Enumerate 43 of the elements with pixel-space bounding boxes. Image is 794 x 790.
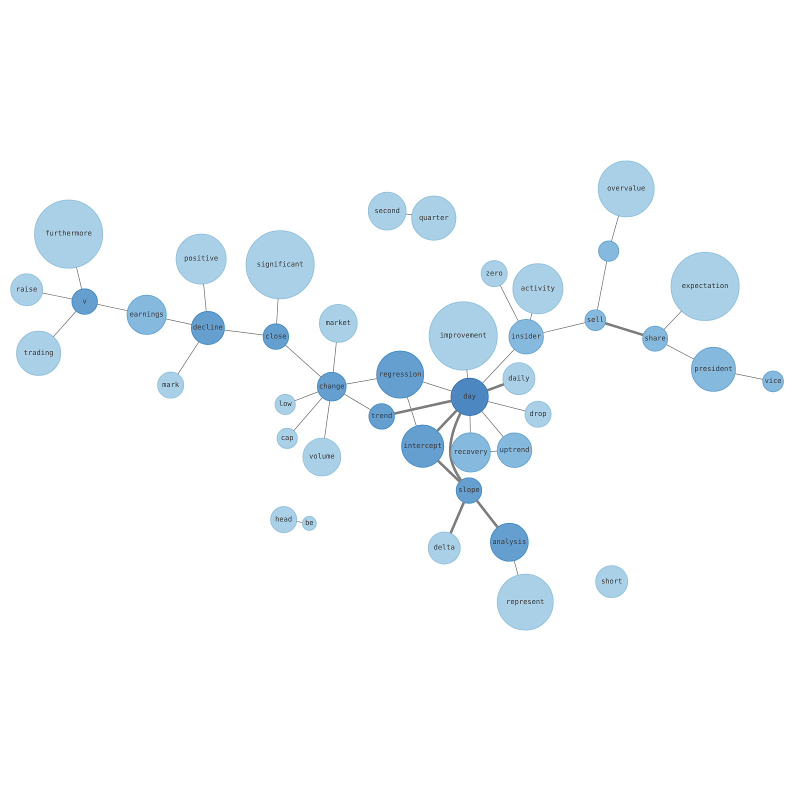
connector [344, 393, 372, 410]
connector [177, 341, 200, 374]
connector [542, 322, 586, 333]
connector [448, 412, 462, 481]
connector [406, 396, 417, 426]
connector [437, 459, 461, 482]
connector [596, 260, 608, 310]
connector [486, 382, 504, 392]
connector [734, 372, 764, 380]
connector [481, 410, 504, 437]
connector [514, 560, 518, 575]
connector [604, 322, 644, 336]
connector [663, 310, 682, 330]
connector [436, 408, 458, 432]
connector [487, 400, 526, 411]
connector [294, 390, 319, 401]
connector [285, 344, 322, 377]
connector [346, 378, 378, 384]
connector [530, 312, 532, 320]
connector [611, 214, 619, 242]
connector [293, 396, 323, 431]
connector [276, 298, 278, 324]
connector [203, 283, 207, 312]
connector [42, 292, 72, 299]
connector [76, 266, 82, 289]
connector [224, 329, 264, 335]
connector [324, 400, 330, 438]
connector [96, 303, 128, 311]
node-circle [598, 240, 620, 262]
connector [394, 399, 452, 414]
connector [482, 348, 515, 384]
connector [422, 380, 452, 392]
connector [449, 501, 466, 534]
connector [476, 499, 499, 528]
connector [166, 318, 192, 324]
connector [470, 414, 471, 432]
connector [666, 344, 694, 359]
connector [296, 520, 303, 522]
connector [466, 368, 468, 378]
connector [500, 284, 519, 322]
connector [332, 341, 337, 372]
connector [52, 310, 77, 337]
connector [406, 213, 412, 215]
